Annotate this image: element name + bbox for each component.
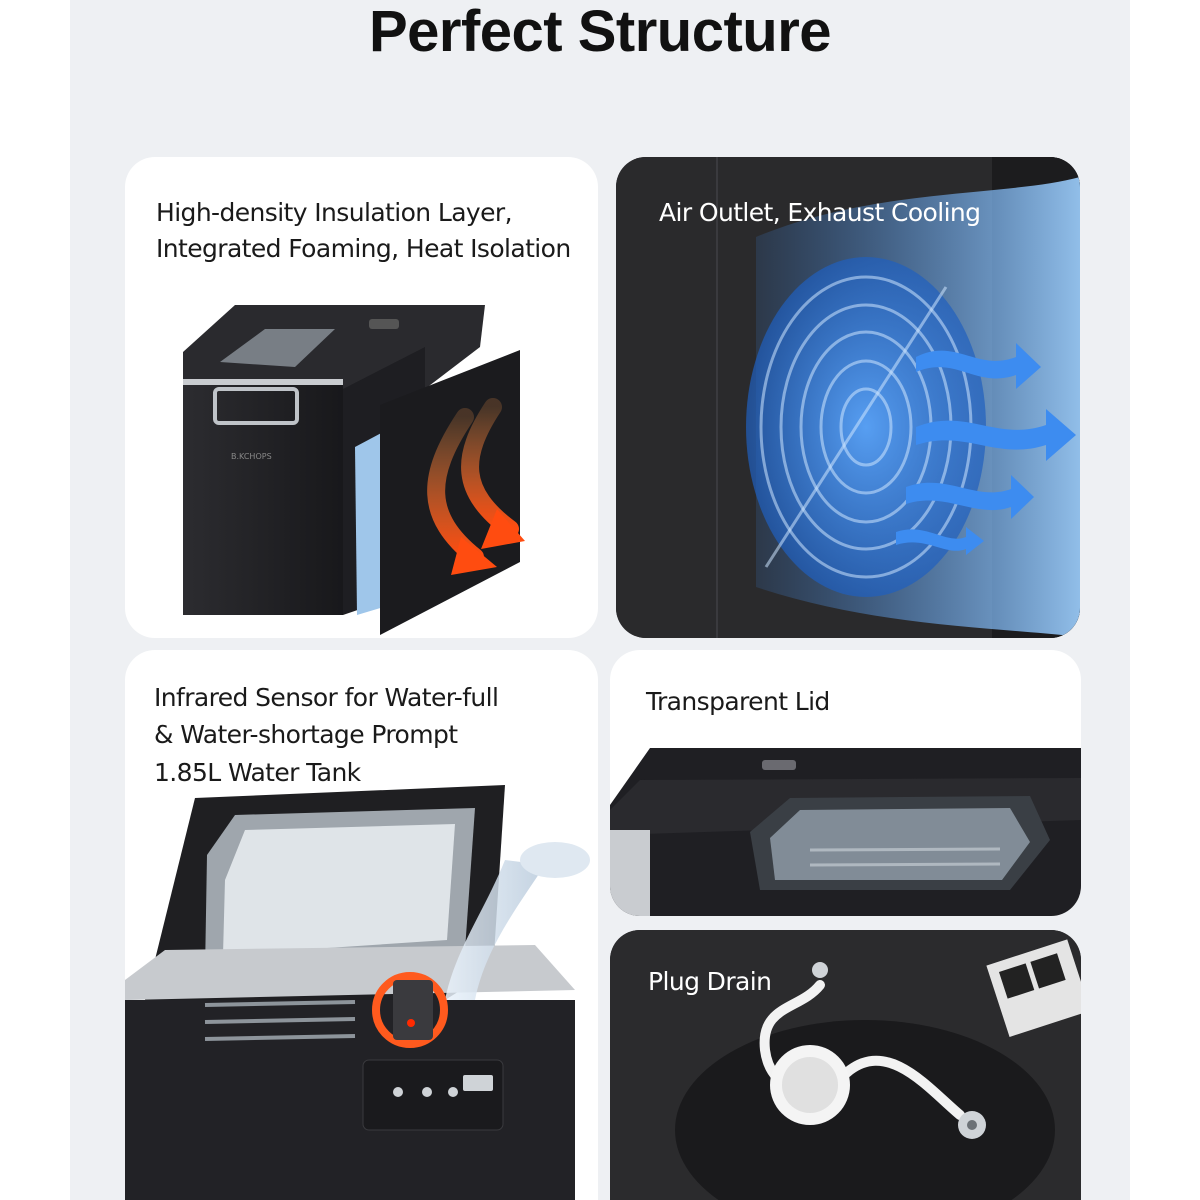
plug-drain-card: Plug Drain	[610, 930, 1081, 1200]
insulation-card: B.KCHOPS High-density Insulation Layer, …	[125, 157, 598, 638]
page-title: Perfect Structure	[368, 0, 832, 64]
sensor-label-line-2: & Water-shortage Prompt	[154, 720, 458, 749]
air-outlet-label: Air Outlet, Exhaust Cooling	[659, 198, 981, 227]
plug-drain-illustration	[610, 930, 1081, 1200]
brand-mark: B.KCHOPS	[231, 452, 272, 461]
sensor-label-line-3: 1.85L Water Tank	[154, 758, 361, 787]
transparent-lid-card: Transparent Lid	[610, 650, 1081, 916]
insulation-label-line-2: Integrated Foaming, Heat Isolation	[156, 234, 571, 263]
sensor-label-line-1: Infrared Sensor for Water-full	[154, 683, 499, 712]
transparent-lid-illustration	[610, 748, 1081, 916]
sensor-card: Infrared Sensor for Water-full & Water-s…	[125, 650, 598, 1200]
air-outlet-card: Air Outlet, Exhaust Cooling	[616, 157, 1080, 638]
insulation-illustration: B.KCHOPS	[183, 305, 525, 635]
transparent-lid-label: Transparent Lid	[646, 687, 830, 716]
insulation-label-line-1: High-density Insulation Layer,	[156, 198, 513, 227]
air-outlet-illustration	[616, 157, 1080, 638]
water-tank-illustration	[125, 785, 590, 1200]
plug-drain-label: Plug Drain	[648, 967, 772, 996]
